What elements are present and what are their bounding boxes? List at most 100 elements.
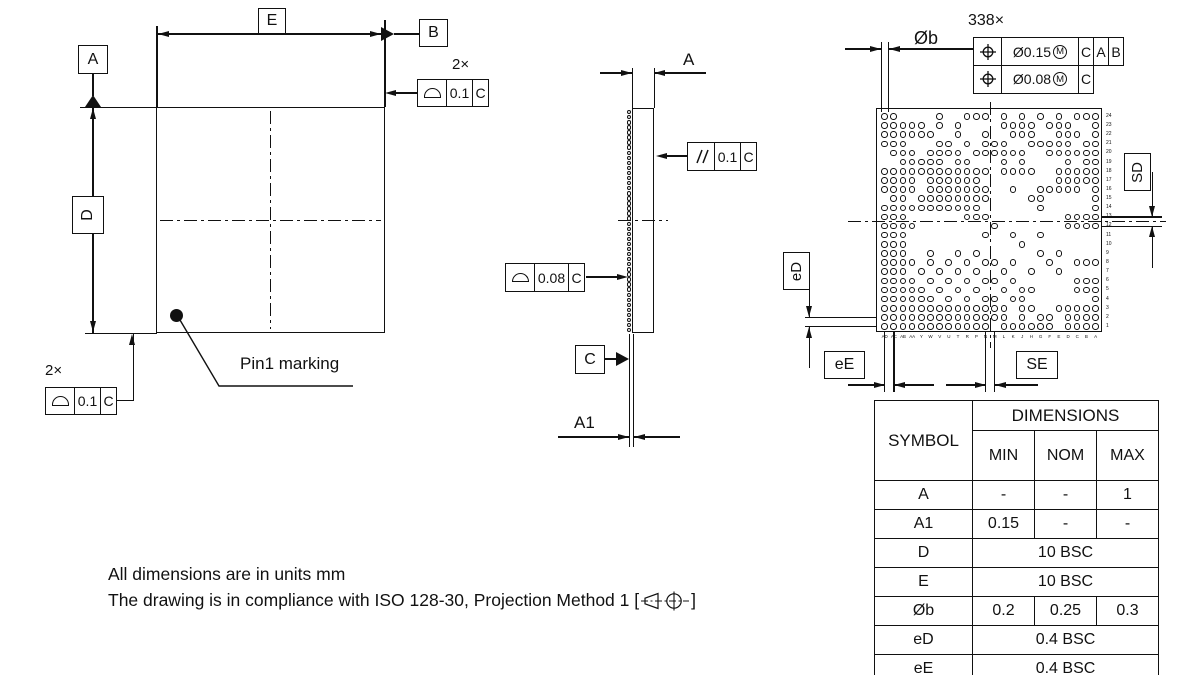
solder-ball xyxy=(973,213,980,221)
dim-d-label: D xyxy=(79,209,96,221)
solder-ball xyxy=(881,314,888,321)
solder-ball xyxy=(917,314,925,321)
top-view-horizontal-centerline xyxy=(160,219,381,221)
side-ball-dot xyxy=(627,312,632,318)
solder-ball xyxy=(1000,122,1008,129)
solder-ball xyxy=(954,268,962,275)
table-cell: - xyxy=(972,480,1035,510)
side-ball-dot xyxy=(627,130,632,135)
tolerance-value: Ø0.08 xyxy=(1012,71,1052,88)
solder-ball xyxy=(1073,177,1081,184)
solder-ball xyxy=(982,131,989,139)
dim-ob-label: Øb xyxy=(914,28,939,48)
solder-ball xyxy=(927,259,934,266)
solder-ball xyxy=(917,286,925,294)
solder-ball xyxy=(1083,222,1090,230)
fcf-datum: C xyxy=(568,264,584,291)
solder-ball xyxy=(927,177,934,184)
fcf-datum: C xyxy=(740,143,756,170)
ball-col-label: A xyxy=(1094,334,1097,339)
solder-ball xyxy=(890,295,898,303)
table-cell: 10 BSC xyxy=(972,567,1159,597)
solder-ball xyxy=(1000,323,1008,330)
solder-ball xyxy=(899,204,907,212)
solder-ball xyxy=(1046,314,1053,321)
side-ball-dot xyxy=(627,201,632,206)
solder-ball xyxy=(1092,113,1099,120)
solder-ball xyxy=(890,195,898,202)
solder-ball xyxy=(881,259,888,266)
solder-ball xyxy=(1000,304,1008,312)
solder-ball xyxy=(927,186,934,193)
ball-col-label: B xyxy=(1084,334,1088,339)
extension-line xyxy=(80,106,157,108)
solder-ball xyxy=(1092,195,1099,202)
solder-ball xyxy=(899,158,907,166)
solder-ball xyxy=(1028,268,1035,275)
solder-ball xyxy=(963,304,971,312)
side-ball-dot xyxy=(627,180,632,186)
arrowhead-right-icon xyxy=(370,30,381,37)
ball-col-label: AB xyxy=(900,334,906,339)
side-ball-dot xyxy=(627,165,632,171)
solder-ball xyxy=(1092,158,1099,166)
solder-ball xyxy=(890,140,898,148)
solder-ball xyxy=(1073,259,1081,266)
dim-ob-line xyxy=(888,48,974,50)
solder-ball xyxy=(963,314,971,321)
solder-ball xyxy=(982,186,989,193)
solder-ball xyxy=(899,177,907,184)
solder-ball xyxy=(881,167,888,175)
solder-ball xyxy=(945,149,953,157)
solder-ball xyxy=(954,149,962,157)
solder-ball xyxy=(881,177,888,184)
solder-ball xyxy=(890,186,898,193)
fcf-profile-bottom: 0.1 C xyxy=(45,387,117,415)
side-ball-dot xyxy=(627,241,632,247)
solder-ball xyxy=(1037,140,1044,148)
ball-col-label: T xyxy=(956,334,960,339)
solder-ball xyxy=(881,122,888,129)
side-ball-dot xyxy=(627,236,632,242)
solder-ball xyxy=(936,195,943,202)
leader-line xyxy=(660,155,687,157)
side-ball-dot xyxy=(627,145,632,150)
datum-a-letter: A xyxy=(87,50,99,68)
extension-line xyxy=(653,68,655,108)
solder-ball xyxy=(945,259,953,266)
solder-ball xyxy=(936,204,943,212)
solder-ball xyxy=(991,222,998,230)
extension-line xyxy=(994,332,996,392)
arrowhead-right-icon xyxy=(617,273,628,280)
solder-ball xyxy=(982,231,989,239)
dim-ee-label: eE xyxy=(834,356,855,373)
solder-ball xyxy=(1009,259,1017,266)
side-ball-dot xyxy=(627,251,632,257)
dim-sd-label: SD xyxy=(1129,161,1146,183)
leader-line xyxy=(390,92,417,94)
dim-a1-line xyxy=(558,436,629,438)
extension-line xyxy=(884,332,886,392)
table-dimensions-header: DIMENSIONS xyxy=(972,400,1159,431)
extension-line xyxy=(1102,216,1162,218)
solder-ball xyxy=(1046,186,1053,193)
side-ball-dot xyxy=(627,206,632,211)
table-cell: 10 BSC xyxy=(972,538,1159,568)
solder-ball xyxy=(954,204,962,212)
solder-ball xyxy=(973,314,980,321)
side-ball-dot xyxy=(627,257,632,262)
dim-ed-label: eD xyxy=(788,261,805,281)
solder-ball xyxy=(954,323,962,330)
solder-ball xyxy=(1092,122,1099,129)
solder-ball xyxy=(1064,213,1072,221)
ball-grid xyxy=(876,108,1102,332)
arrowhead-left-icon xyxy=(656,152,667,159)
datum-c-frame: C xyxy=(575,345,605,374)
side-ball-dot xyxy=(627,125,632,130)
ball-row-label: 2 xyxy=(1106,313,1109,320)
ball-row-label: 23 xyxy=(1106,122,1112,129)
solder-ball xyxy=(1064,131,1072,139)
table-cell: - xyxy=(1034,480,1097,510)
